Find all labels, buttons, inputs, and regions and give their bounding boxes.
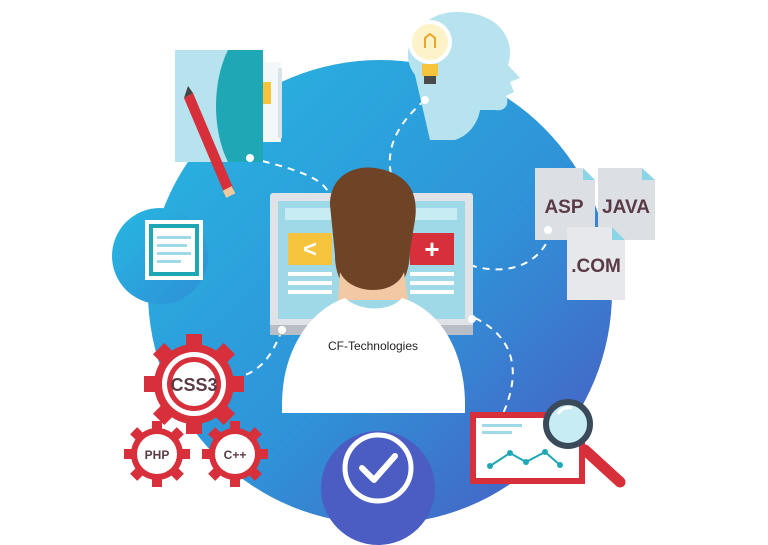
gear-css3-label: CSS3 [170, 375, 217, 395]
doc-java: JAVA [598, 168, 655, 240]
pencil-icon [184, 86, 236, 198]
gear-css3 [144, 334, 244, 434]
checkmark-icon [342, 432, 414, 504]
document-icon [145, 220, 203, 280]
head-idea-icon [407, 11, 520, 140]
shirt-text: CF-Technologies [328, 339, 418, 353]
gear-cpp [202, 421, 268, 487]
doc-com-label: .COM [571, 256, 621, 277]
less-than-icon: < [303, 236, 317, 263]
gear-php-label: PHP [145, 448, 170, 462]
check-circle [321, 431, 435, 545]
screen-left-panel: < [288, 233, 332, 294]
plus-icon: + [424, 234, 439, 264]
screen-right-panel: + [410, 233, 454, 294]
doc-com: .COM [567, 227, 625, 300]
lightbulb-icon [408, 20, 452, 84]
doc-asp: ASP [535, 168, 595, 240]
doc-asp-label: ASP [544, 197, 583, 218]
gear-cpp-label: C++ [224, 448, 247, 462]
dashed-connectors [237, 99, 553, 421]
magnifier-icon [543, 399, 626, 488]
person: CF-Technologies [282, 167, 465, 413]
doc-java-label: JAVA [602, 197, 650, 218]
